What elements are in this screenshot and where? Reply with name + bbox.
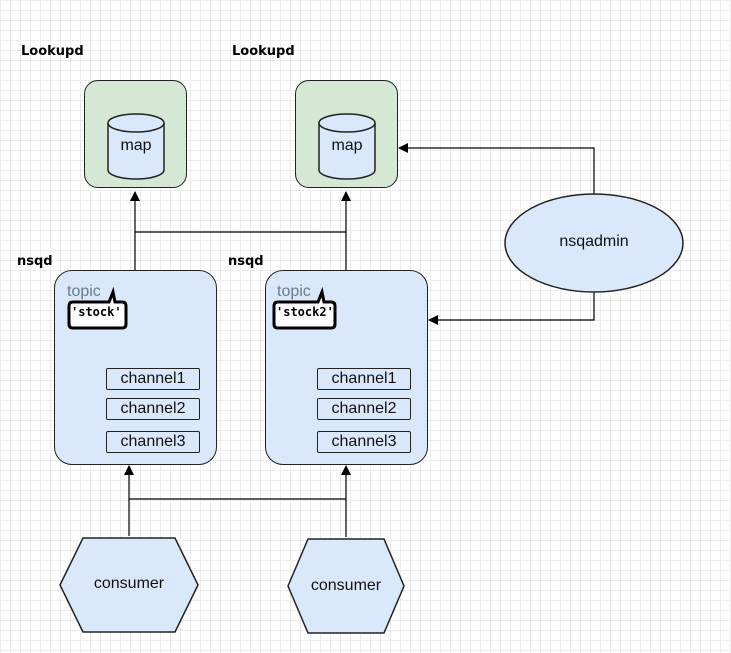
topic-callout-1 — [67, 286, 128, 330]
nsqadmin-label: nsqadmin — [559, 233, 629, 250]
consumer-node-1[interactable] — [59, 536, 199, 634]
nsqd-heading-2: nsqd — [228, 254, 264, 269]
consumer-label-1: consumer — [93, 575, 165, 592]
nsqadmin-node[interactable] — [503, 192, 685, 294]
topic-name-1: 'stock' — [71, 305, 122, 319]
channel-2-2[interactable]: channel2 — [317, 398, 411, 420]
consumer-label-2: consumer — [310, 577, 382, 594]
topic-callout-2 — [272, 286, 337, 330]
channel-1-3[interactable]: channel3 — [106, 431, 200, 453]
nsqd-heading-1: nsqd — [17, 254, 53, 269]
map-store-1-label: map — [120, 137, 152, 154]
admin-to-nsqd-arrow — [428, 292, 595, 325]
lookupd-heading-1: Lookupd — [21, 44, 84, 59]
topic-name-2: 'stock2' — [276, 305, 334, 319]
map-store-1 — [107, 113, 165, 180]
admin-to-lookupd-arrow — [398, 143, 595, 194]
consumer-node-2[interactable] — [287, 537, 405, 635]
channel-2-1[interactable]: channel1 — [317, 368, 411, 390]
lookupd-heading-2: Lookupd — [232, 44, 295, 59]
map-store-2 — [318, 113, 376, 180]
topic-label-1: topic — [67, 283, 101, 300]
topic-label-2: topic — [277, 283, 311, 300]
channel-2-3[interactable]: channel3 — [317, 431, 411, 453]
channel-1-1[interactable]: channel1 — [106, 368, 200, 390]
map-store-2-label: map — [331, 137, 363, 154]
channel-1-2[interactable]: channel2 — [106, 398, 200, 420]
